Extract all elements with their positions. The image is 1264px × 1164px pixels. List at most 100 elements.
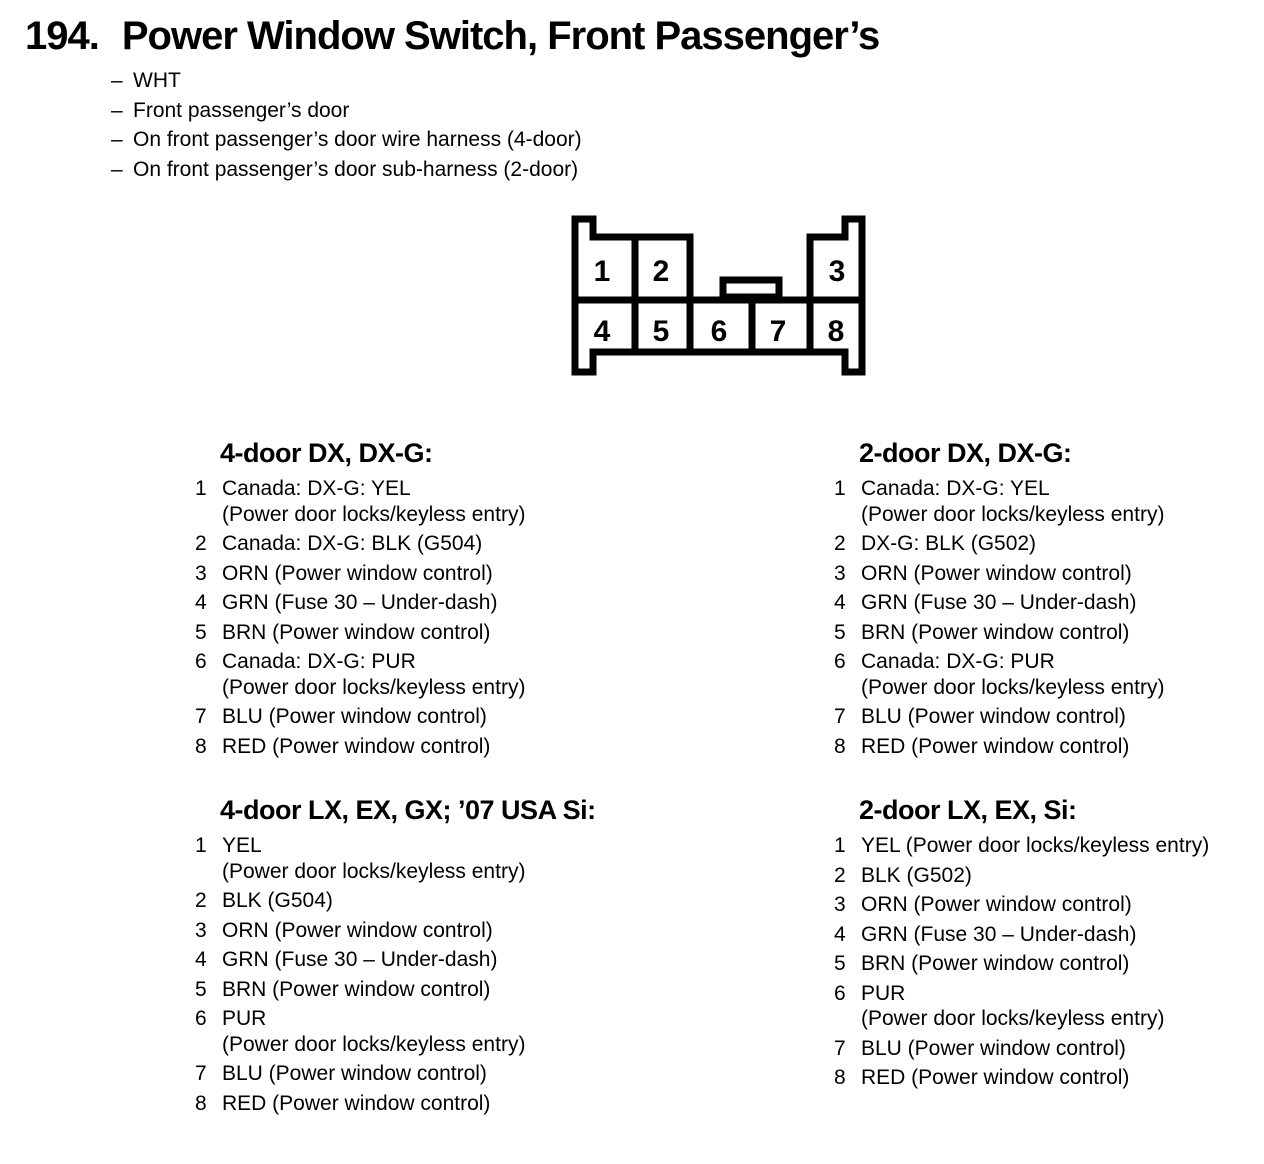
- pin-4-label: 4: [594, 315, 611, 348]
- pin-row: 5 BRN (Power window control): [195, 975, 635, 1005]
- pin-description: ORN (Power window control): [222, 918, 493, 942]
- pin-row-continuation: (Power door locks/keyless entry): [195, 857, 635, 887]
- pin-row-continuation: (Power door locks/keyless entry): [834, 673, 1264, 703]
- pin-description: GRN (Fuse 30 – Under-dash): [861, 922, 1137, 946]
- pin-row: 1 YEL: [195, 831, 635, 861]
- pin-description: BRN (Power window control): [222, 620, 491, 644]
- pin-description: BLU (Power window control): [222, 1062, 487, 1085]
- pin-description: PUR: [861, 981, 906, 1005]
- pin-number: 4: [834, 922, 846, 946]
- pin-description: RED (Power window control): [222, 734, 491, 758]
- pin-description: GRN (Fuse 30 – Under-dash): [222, 948, 498, 971]
- dash-bullet: –: [111, 69, 123, 92]
- pin-7-label: 7: [770, 315, 787, 348]
- pin-description: GRN (Fuse 30 – Under-dash): [861, 591, 1137, 614]
- pin-description: BLU (Power window control): [222, 705, 487, 728]
- notes-list: –WHT –Front passenger’s door –On front p…: [111, 66, 582, 184]
- pin-row: 3 ORN (Power window control): [834, 559, 1264, 589]
- pin-number: 5: [834, 952, 846, 975]
- pin-5-label: 5: [653, 315, 670, 348]
- pin-description: ORN (Power window control): [861, 561, 1132, 585]
- pin-2-label: 2: [653, 255, 670, 288]
- pin-description: YEL (Power door locks/keyless entry): [861, 834, 1210, 857]
- pin-6-label: 6: [711, 315, 728, 348]
- pin-number: 4: [834, 591, 846, 614]
- note-line: –Front passenger’s door: [111, 96, 582, 126]
- figure-title-row: 194.Power Window Switch, Front Passenger…: [25, 16, 880, 56]
- pin-number: 5: [834, 620, 846, 644]
- pin-number: 8: [195, 734, 207, 758]
- pin-number: 6: [834, 981, 846, 1005]
- pin-row-continuation: (Power door locks/keyless entry): [195, 673, 635, 703]
- pin-description: BLU (Power window control): [861, 705, 1126, 728]
- pin-row: 5 BRN (Power window control): [834, 949, 1264, 979]
- pin-3-label: 3: [829, 255, 846, 288]
- note-text: On front passenger’s door sub-harness (2…: [133, 157, 579, 181]
- pin-number: 7: [195, 705, 207, 728]
- section-title: 2-door DX, DX-G:: [859, 438, 1072, 468]
- pin-number: 1: [834, 477, 846, 500]
- pin-number: 3: [195, 918, 207, 942]
- pin-description: PUR: [222, 1007, 267, 1030]
- note-text: Front passenger’s door: [133, 98, 350, 122]
- dash-bullet: –: [111, 128, 123, 151]
- pin-description: Canada: DX-G: YEL: [222, 477, 411, 500]
- pin-description: RED (Power window control): [222, 1091, 491, 1115]
- pin-number: 1: [195, 834, 207, 857]
- pin-number: 3: [195, 561, 207, 585]
- note-line: –On front passenger’s door sub-harness (…: [111, 155, 582, 185]
- pin-description: YEL: [222, 834, 262, 857]
- pin-number: 2: [834, 532, 846, 555]
- pin-number: 8: [834, 1066, 846, 1089]
- note-line: –WHT: [111, 66, 582, 96]
- pin-number: 4: [195, 591, 207, 614]
- pin-number: 5: [195, 977, 207, 1001]
- dash-bullet: –: [111, 98, 123, 122]
- pin-description: BRN (Power window control): [222, 977, 491, 1001]
- connector-figure: 1 2 3 4 5 6 7 8: [540, 200, 880, 390]
- connector-latch: [719, 276, 783, 301]
- pin-row: 4 GRN (Fuse 30 – Under-dash): [834, 920, 1264, 950]
- pin-number: 6: [834, 650, 846, 673]
- pin-number: 6: [195, 1007, 207, 1030]
- pinout-section-4door-lx: 4-door LX, EX, GX; ’07 USA Si: 1 YEL (Pow…: [195, 795, 635, 1118]
- pin-row: 6 PUR: [195, 1004, 635, 1034]
- pin-description: (Power door locks/keyless entry): [861, 502, 1165, 526]
- dash-bullet: –: [111, 157, 123, 181]
- pin-description: DX-G: BLK (G502): [861, 532, 1037, 555]
- pin-description: BLU (Power window control): [861, 1036, 1126, 1060]
- section-title: 4-door LX, EX, GX; ’07 USA Si:: [220, 795, 596, 825]
- pin-1-label: 1: [594, 255, 611, 288]
- pin-row: 7 BLU (Power window control): [195, 702, 635, 732]
- connector-outline: [571, 215, 866, 376]
- pin-description: Canada: DX-G: PUR: [861, 650, 1055, 673]
- pin-number: 3: [834, 561, 846, 585]
- pin-row: 6 Canada: DX-G: PUR: [834, 647, 1264, 677]
- pin-number: 8: [834, 734, 846, 758]
- pin-description: BRN (Power window control): [861, 952, 1130, 975]
- pin-description: BLK (G504): [222, 889, 333, 912]
- section-title: 2-door LX, EX, Si:: [859, 795, 1077, 825]
- note-text: WHT: [133, 69, 181, 92]
- pin-description: Canada: DX-G: PUR: [222, 650, 416, 673]
- pin-description: (Power door locks/keyless entry): [222, 675, 526, 699]
